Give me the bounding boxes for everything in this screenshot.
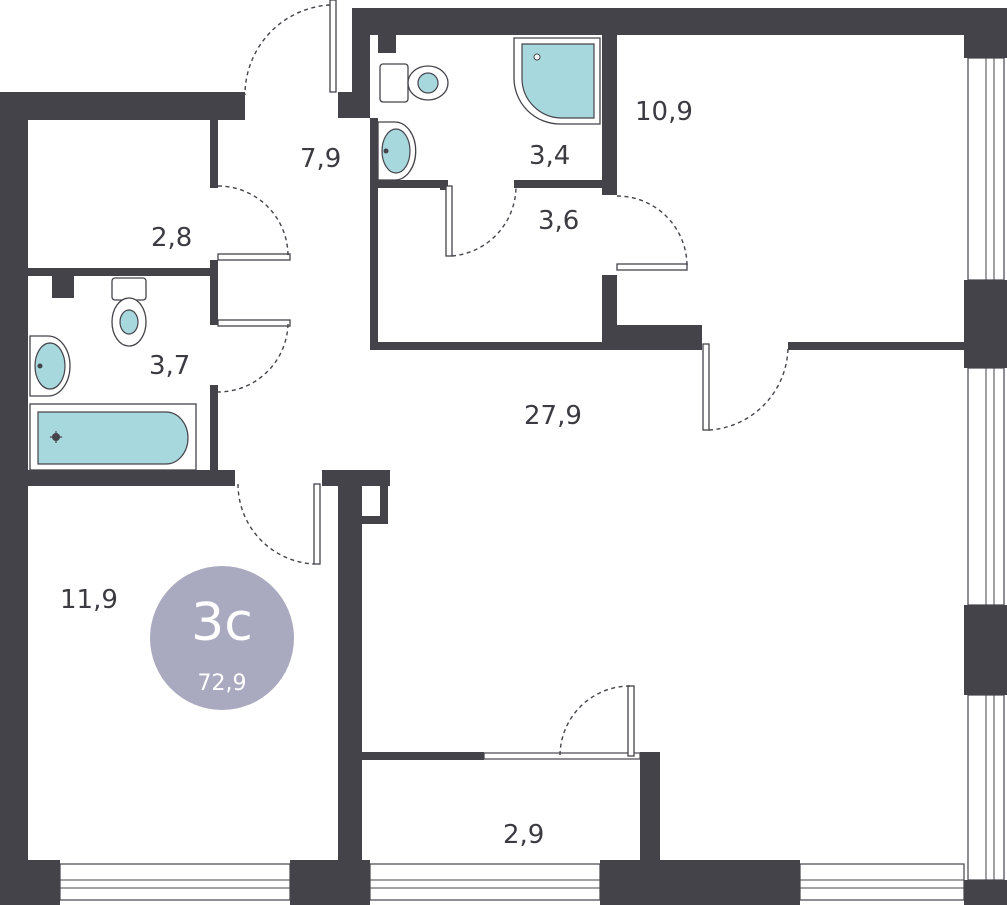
doors [217,0,789,757]
apartment-type-label: 3с [191,593,253,653]
room-area-wardrobe: 2,8 [151,223,192,253]
badge-circle [150,566,294,710]
sink-icon [377,121,417,181]
apartment-total-area: 72,9 [198,671,247,696]
window-bottom-right [799,863,965,901]
toilet-2-icon [111,277,147,347]
room-area-bedroom-2: 11,9 [60,585,118,615]
window-right-bottom [967,694,1005,881]
room-area-hall: 7,9 [300,144,341,174]
room-area-bedroom-1: 10,9 [635,97,693,127]
room-area-balcony-room: 2,9 [503,820,544,850]
room-area-bathroom: 3,7 [149,351,190,381]
bathtub-icon [29,403,197,471]
windows [59,57,1005,901]
door-storage [616,195,688,271]
walls [0,8,1007,905]
apartment-badge: 3с 72,9 [150,566,294,710]
door-entrance [244,0,337,96]
door-bedroom-1 [702,343,789,431]
door-balcony-room [559,685,635,757]
window-balcony-partition [483,752,641,760]
door-bedroom-2 [237,483,321,565]
toilet-icon [379,63,449,103]
window-bottom-left [59,863,291,901]
window-right-top [967,57,1005,281]
sink-2-icon [29,335,71,397]
door-wardrobe [217,185,291,261]
window-right-middle [967,367,1005,606]
room-area-living-kitchen: 27,9 [524,401,582,431]
shower-tray-icon [513,37,601,125]
room-area-shower-room: 3,4 [529,141,570,171]
room-area-storage: 3,6 [538,206,579,236]
fixtures [29,37,601,471]
door-shower [445,185,517,257]
door-bathroom [217,319,291,393]
area-labels: 7,9 2,8 3,7 3,4 3,6 10,9 27,9 11,9 2,9 [60,97,693,850]
window-bottom-middle [369,863,601,901]
